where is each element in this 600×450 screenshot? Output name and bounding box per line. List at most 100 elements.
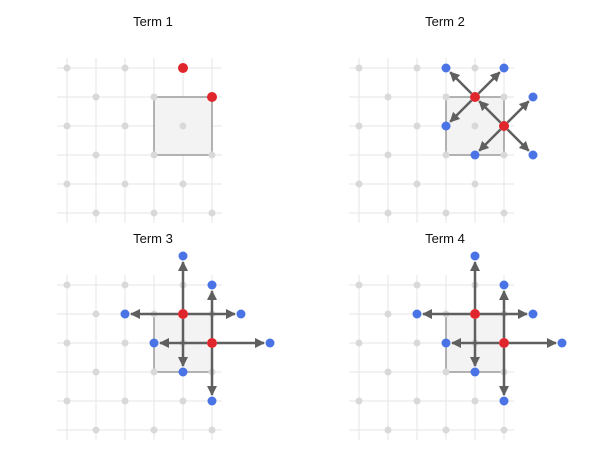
target-point	[470, 150, 480, 160]
lattice-dot	[355, 397, 363, 405]
lattice-dots	[355, 281, 508, 434]
lattice-dot	[384, 151, 392, 159]
lattice-dot	[442, 93, 450, 101]
lattice-dot	[63, 281, 71, 289]
lattice-dot	[442, 368, 450, 376]
lattice-dot	[121, 180, 129, 188]
target-point	[499, 280, 509, 290]
lattice-dots	[355, 64, 508, 217]
lattice-dots	[63, 64, 216, 217]
lattice-dot	[500, 93, 508, 101]
target-point	[528, 92, 538, 102]
lattice-dot	[471, 180, 479, 188]
target-point	[149, 338, 159, 348]
lattice-dot	[63, 397, 71, 405]
lattice-dot	[92, 426, 100, 434]
lattice-dot	[413, 64, 421, 72]
lattice-dot	[208, 426, 216, 434]
hop-arrow	[477, 71, 501, 95]
lattice-dot	[471, 397, 479, 405]
lattice-dot	[92, 310, 100, 318]
lattice-dot	[500, 151, 508, 159]
target-point	[441, 121, 451, 131]
panel-2: Term 2	[349, 14, 538, 223]
lattice-dot	[384, 209, 392, 217]
lattice-dot	[442, 426, 450, 434]
lattice-dot	[121, 281, 129, 289]
panel-title: Term 1	[133, 14, 173, 29]
lattice-dot	[471, 122, 479, 130]
grid-lines	[57, 58, 222, 223]
source-point	[470, 92, 480, 102]
lattice-dot	[355, 122, 363, 130]
lattice-dot	[384, 426, 392, 434]
target-point	[528, 150, 538, 160]
target-point	[207, 280, 217, 290]
lattice-dot	[413, 180, 421, 188]
source-point	[499, 338, 509, 348]
hop-arrow	[449, 71, 473, 95]
target-point	[178, 367, 188, 377]
lattice-dot	[92, 368, 100, 376]
target-point	[528, 309, 538, 319]
target-point	[178, 251, 188, 261]
lattice-dot	[92, 209, 100, 217]
source-point	[178, 63, 188, 73]
lattice-dot	[413, 281, 421, 289]
lattice-dot	[355, 281, 363, 289]
lattice-dot	[179, 122, 187, 130]
target-point	[207, 396, 217, 406]
lattice-dot	[179, 397, 187, 405]
source-point	[470, 309, 480, 319]
source-point	[207, 92, 217, 102]
lattice-dot	[413, 122, 421, 130]
lattice-dot	[355, 180, 363, 188]
lattice-dot	[413, 339, 421, 347]
lattice-dot	[179, 180, 187, 188]
source-point	[499, 121, 509, 131]
lattice-dot	[121, 339, 129, 347]
lattice-dot	[150, 209, 158, 217]
lattice-dot	[442, 151, 450, 159]
lattice-dot	[355, 339, 363, 347]
target-point	[265, 338, 275, 348]
hop-arrow	[506, 128, 530, 152]
lattice-dot	[471, 64, 479, 72]
source-point	[207, 338, 217, 348]
lattice-dot	[63, 122, 71, 130]
panel-title: Term 4	[425, 231, 465, 246]
hop-arrow	[478, 100, 502, 124]
arrows	[449, 71, 530, 152]
panel-4: Term 4	[349, 231, 567, 440]
lattice-dot	[442, 209, 450, 217]
lattice-dot	[208, 151, 216, 159]
target-point	[120, 309, 130, 319]
lattice-dot	[121, 64, 129, 72]
lattice-dot	[413, 397, 421, 405]
arrows	[130, 261, 265, 396]
arrows	[422, 261, 557, 396]
lattice-dot	[150, 426, 158, 434]
lattice-dot	[121, 397, 129, 405]
lattice-dot	[92, 93, 100, 101]
lattice-dot	[150, 93, 158, 101]
target-point	[499, 63, 509, 73]
panel-title: Term 2	[425, 14, 465, 29]
lattice-dot	[384, 368, 392, 376]
lattice-dot	[500, 426, 508, 434]
lattice-dot	[63, 64, 71, 72]
lattice-dot	[150, 368, 158, 376]
hop-arrow	[449, 99, 473, 123]
panel-title: Term 3	[133, 231, 173, 246]
lattice-dot	[384, 310, 392, 318]
target-point	[441, 338, 451, 348]
target-point	[499, 396, 509, 406]
lattice-dot	[92, 151, 100, 159]
target-point	[557, 338, 567, 348]
grid-lines	[349, 58, 514, 223]
lattice-dot	[63, 180, 71, 188]
lattice-dot	[384, 93, 392, 101]
target-point	[236, 309, 246, 319]
target-point	[470, 367, 480, 377]
